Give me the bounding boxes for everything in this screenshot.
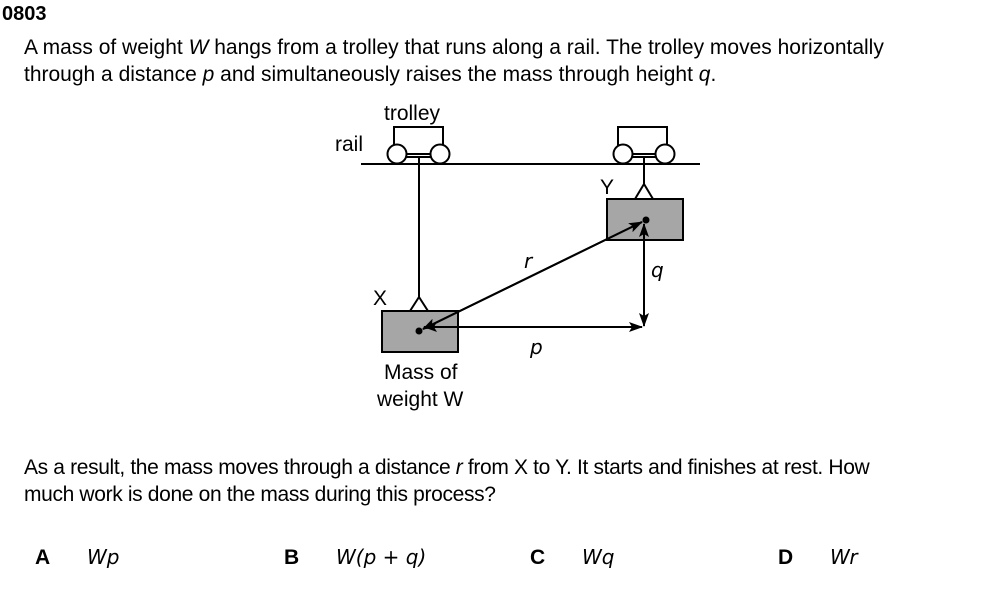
hook-y xyxy=(634,183,654,200)
variable-r: r xyxy=(455,456,463,479)
question-number: 0803 xyxy=(2,3,47,25)
option-expression: Wq xyxy=(582,545,615,569)
option-c[interactable]: C Wq xyxy=(530,545,614,570)
stem-text: . xyxy=(710,63,717,86)
option-expression: W(p + q) xyxy=(336,545,427,569)
option-b[interactable]: B W(p + q) xyxy=(284,545,426,570)
mass-centre-y xyxy=(642,216,650,224)
mass-centre-x xyxy=(415,327,423,335)
label-q: q xyxy=(651,258,664,282)
trolley-label: trolley xyxy=(384,102,441,125)
trolley-wheel xyxy=(386,143,408,165)
trolley-left xyxy=(386,126,451,165)
followup-text: As a result, the mass moves through a di… xyxy=(24,456,456,479)
stem-text: and simultaneously raises the mass throu… xyxy=(214,63,699,86)
trolley-wheel xyxy=(429,143,451,165)
mass-caption-line-2: weight W xyxy=(376,388,464,411)
trolley-wheel xyxy=(654,143,676,165)
option-letter: C xyxy=(530,546,546,569)
stem-text: hangs from a trolley that runs along a r… xyxy=(208,36,884,59)
stem-line-2: through a distance p and simultaneously … xyxy=(24,61,884,88)
stem-text: A mass of weight xyxy=(24,36,189,59)
variable-w: W xyxy=(188,36,209,59)
question-followup: As a result, the mass moves through a di… xyxy=(24,454,870,508)
followup-text: from X to Y. It starts and finishes at r… xyxy=(462,456,870,479)
followup-line-2: much work is done on the mass during thi… xyxy=(24,483,496,506)
stem-line-1: A mass of weight W hangs from a trolley … xyxy=(24,34,884,61)
question-stem: A mass of weight W hangs from a trolley … xyxy=(24,34,884,88)
answer-options: A Wp B W(p + q) C Wq D Wr xyxy=(0,545,1001,575)
trolley-body xyxy=(617,126,668,155)
option-expression: Wp xyxy=(87,545,120,569)
variable-p: p xyxy=(202,63,215,86)
option-d[interactable]: D Wr xyxy=(778,545,858,570)
rail-label: rail xyxy=(335,133,363,156)
label-p: p xyxy=(529,335,543,359)
variable-q: q xyxy=(698,63,711,86)
hook-x xyxy=(409,296,429,312)
option-letter: D xyxy=(778,546,794,569)
option-letter: A xyxy=(35,546,51,569)
vector-r-back xyxy=(422,221,643,330)
label-r: r xyxy=(524,249,534,273)
point-y-label: Y xyxy=(600,176,614,199)
mass-caption-line-1: Mass of xyxy=(384,361,458,384)
trolley-wheel xyxy=(612,143,634,165)
trolley-body xyxy=(393,126,444,155)
stem-text: through a distance xyxy=(24,63,203,86)
option-letter: B xyxy=(284,546,300,569)
option-a[interactable]: A Wp xyxy=(35,545,119,570)
followup-line-1: As a result, the mass moves through a di… xyxy=(24,454,870,481)
trolley-right xyxy=(612,126,676,165)
point-x-label: X xyxy=(373,287,387,310)
option-expression: Wr xyxy=(830,545,858,569)
